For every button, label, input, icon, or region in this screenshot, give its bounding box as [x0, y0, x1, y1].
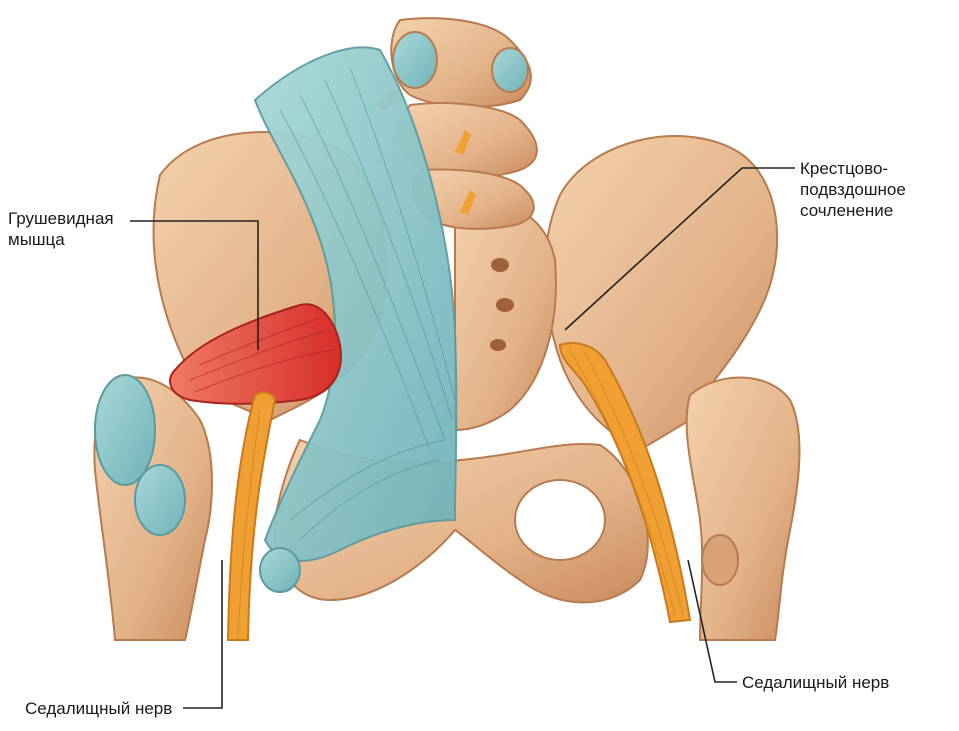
label-si-line-3: сочленение: [800, 201, 894, 220]
ligament-fibers: [279, 67, 456, 541]
piriformis-fibers: [189, 317, 336, 393]
sacroiliac-ligaments: [253, 46, 458, 562]
right-lesser-trochanter: [701, 534, 739, 586]
label-sacroiliac-joint: Крестцово- подвздошное сочленение: [800, 158, 906, 221]
sacrum: [454, 198, 557, 432]
right-femur: [685, 376, 801, 641]
left-femoral-head: [94, 374, 156, 486]
left-trochanter-cartilage: [134, 464, 186, 536]
sacral-foramina: [490, 258, 514, 351]
leader-sciatic-left: [183, 560, 223, 709]
leader-piriformis: [130, 220, 259, 350]
label-piriformis-line-2: мышца: [8, 230, 65, 249]
lumbar-vertebrae: [390, 17, 538, 230]
leader-sacroiliac-joint: [564, 167, 795, 331]
ischial-tuberosity: [259, 547, 301, 593]
left-sciatic-nerve: [226, 391, 277, 641]
leader-lines: [130, 167, 795, 709]
right-obturator-foramen: [514, 479, 606, 561]
nerve-fibers: [237, 349, 684, 636]
leader-sciatic-right: [687, 559, 737, 683]
label-piriformis-line-1: Грушевидная: [8, 209, 114, 228]
label-si-line-1: Крестцово-: [800, 159, 889, 178]
label-sciatic-nerve-left: Седалищный нерв: [25, 699, 173, 718]
label-sciatic-nerve-right: Седалищный нерв: [742, 673, 890, 692]
label-si-line-2: подвздошное: [800, 180, 906, 199]
label-piriformis-muscle: Грушевидная мышца: [8, 208, 114, 250]
